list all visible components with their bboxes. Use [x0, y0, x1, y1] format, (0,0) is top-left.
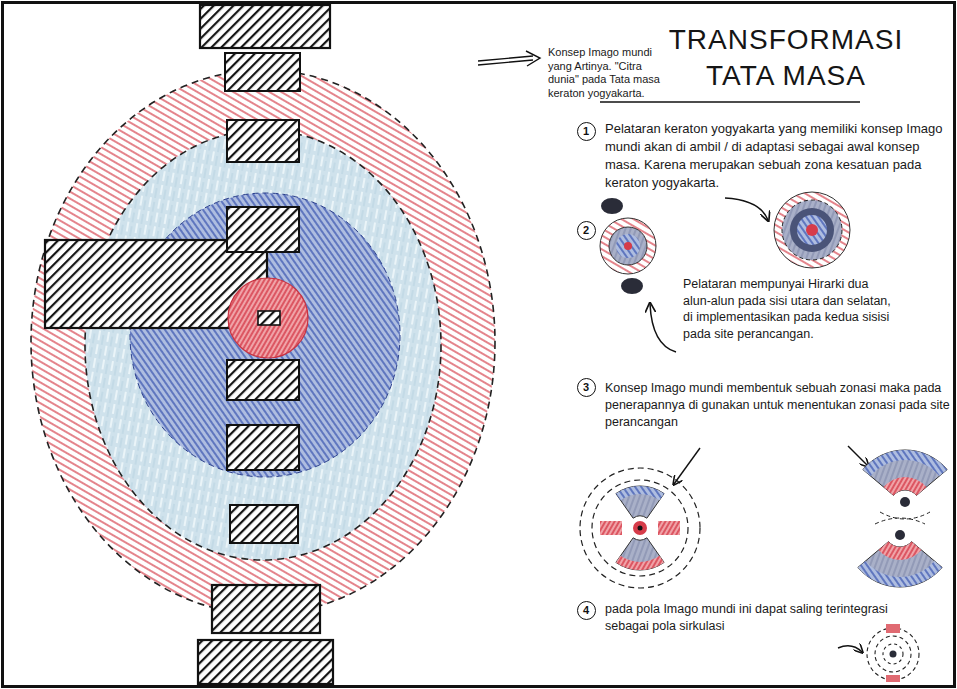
- callout-number: 3: [577, 378, 596, 397]
- core-mass: [258, 311, 280, 325]
- site-fan-band: [863, 450, 947, 476]
- callout-number: 2: [577, 221, 596, 240]
- alun-alun: [895, 530, 905, 540]
- step-text: Konsep Imago mundi membentuk sebuah zona…: [605, 380, 950, 431]
- zone-side: [658, 521, 680, 535]
- title-underline: [600, 101, 860, 103]
- alun-alun: [900, 497, 910, 507]
- zone-wedge: [616, 486, 664, 518]
- mass-block: [198, 640, 333, 684]
- site-fan: [863, 450, 947, 495]
- zoning-circle: [580, 468, 700, 588]
- transform-arrow: [725, 198, 768, 220]
- pelataran-ring: [600, 218, 656, 274]
- frame: [3, 3, 955, 687]
- zone-core: [797, 215, 827, 245]
- callout-number-text: 4: [583, 605, 589, 616]
- transform-arrow: [838, 646, 862, 652]
- circulation-node: [886, 675, 900, 682]
- site-fan: [858, 542, 942, 587]
- blue-zone: [130, 193, 400, 477]
- light-blue-zone: [85, 130, 441, 560]
- callout-number-text: 3: [583, 382, 589, 393]
- site-fan-band: [884, 477, 927, 495]
- zone-ring: [774, 192, 850, 268]
- mass-block: [227, 120, 299, 162]
- zone-side: [600, 521, 622, 535]
- zone-ring: [790, 208, 834, 252]
- pelataran-center: [624, 242, 632, 250]
- title: TRANSFORMASI TATA MASA: [668, 22, 904, 95]
- step-text: pada pola Imago mundi ini dapat saling t…: [605, 601, 895, 635]
- step-text: Pelataran keraton yogyakarta yang memili…: [605, 120, 950, 192]
- mass-block: [227, 425, 299, 470]
- zone-dot: [638, 526, 643, 531]
- site-fan-band: [858, 561, 942, 587]
- transform-arrow: [650, 304, 676, 352]
- circulation-node: [886, 624, 900, 633]
- circulation-ring: [867, 628, 919, 680]
- callout-note: Konsep Imago mundi yang Artinya. "Citra …: [548, 46, 668, 101]
- alun-alun-south: [621, 278, 643, 294]
- mass-block: [225, 53, 300, 91]
- mass-block: [227, 360, 299, 400]
- zoning-circle: [592, 480, 688, 576]
- alun-alun-north: [601, 198, 623, 214]
- site-fan-band: [879, 542, 922, 560]
- circulation-ring: [883, 644, 903, 664]
- circulation-center: [890, 651, 897, 658]
- pelataran-ring: [609, 227, 647, 265]
- zone-center: [633, 521, 647, 535]
- zone-center: [806, 224, 818, 236]
- mass-block: [200, 5, 330, 48]
- zone-wedge-band: [616, 486, 664, 500]
- transform-arrow: [848, 446, 868, 466]
- pelataran-core: [616, 234, 640, 258]
- leader-line: [478, 60, 533, 65]
- step-text: Pelataran mempunyai Hirarki dua alun-alu…: [683, 276, 897, 342]
- leader-arrow-head: [526, 51, 540, 66]
- outer-red-ring: [31, 70, 495, 614]
- callout-number-text: 2: [583, 225, 589, 236]
- callout-number: 1: [577, 122, 596, 141]
- transform-arrow: [674, 448, 700, 484]
- zone-ring: [782, 200, 842, 260]
- zone-wedge-band: [616, 556, 664, 570]
- zoning-arc: [875, 518, 925, 524]
- callout-number-text: 1: [583, 126, 589, 137]
- mass-block: [227, 207, 299, 252]
- zone-wedge: [616, 538, 664, 570]
- core-circle: [228, 278, 308, 358]
- mass-block: [212, 585, 320, 633]
- callout-number: 4: [577, 601, 596, 620]
- mass-block: [230, 505, 298, 543]
- circulation-ring: [875, 636, 911, 672]
